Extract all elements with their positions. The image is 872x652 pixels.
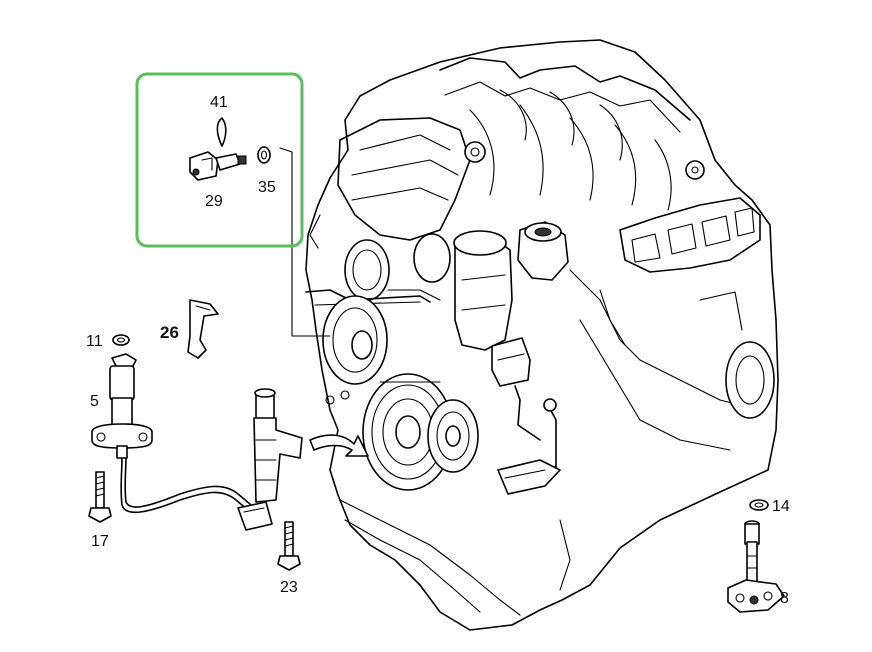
part-14-seal-ring (749, 499, 769, 511)
part-17-bolt (88, 471, 112, 523)
part-5-camshaft-sensor (91, 353, 251, 514)
part-35-seal-ring (257, 146, 271, 164)
highlight-box (135, 72, 304, 248)
label-26: 26 (160, 323, 179, 342)
pointer-arrow (309, 434, 369, 457)
label-14: 14 (772, 498, 790, 515)
part-8-oil-level-sensor (727, 520, 785, 613)
part-23-bolt (277, 521, 301, 571)
part-11-o-ring (112, 334, 130, 346)
engine-block (305, 39, 779, 631)
label-5: 5 (90, 393, 99, 410)
label-29: 29 (205, 193, 223, 210)
part-26-bracket (187, 299, 219, 359)
part-29-sensor (189, 151, 247, 181)
label-35: 35 (258, 179, 276, 196)
crankshaft-sensor-assembly (237, 388, 303, 531)
label-41: 41 (210, 94, 228, 111)
label-11: 11 (86, 333, 103, 350)
part-41-wire-clip (216, 117, 227, 147)
label-17: 17 (91, 533, 109, 550)
label-23: 23 (280, 579, 298, 596)
leader-line-29 (279, 147, 331, 337)
label-8: 8 (780, 590, 789, 607)
